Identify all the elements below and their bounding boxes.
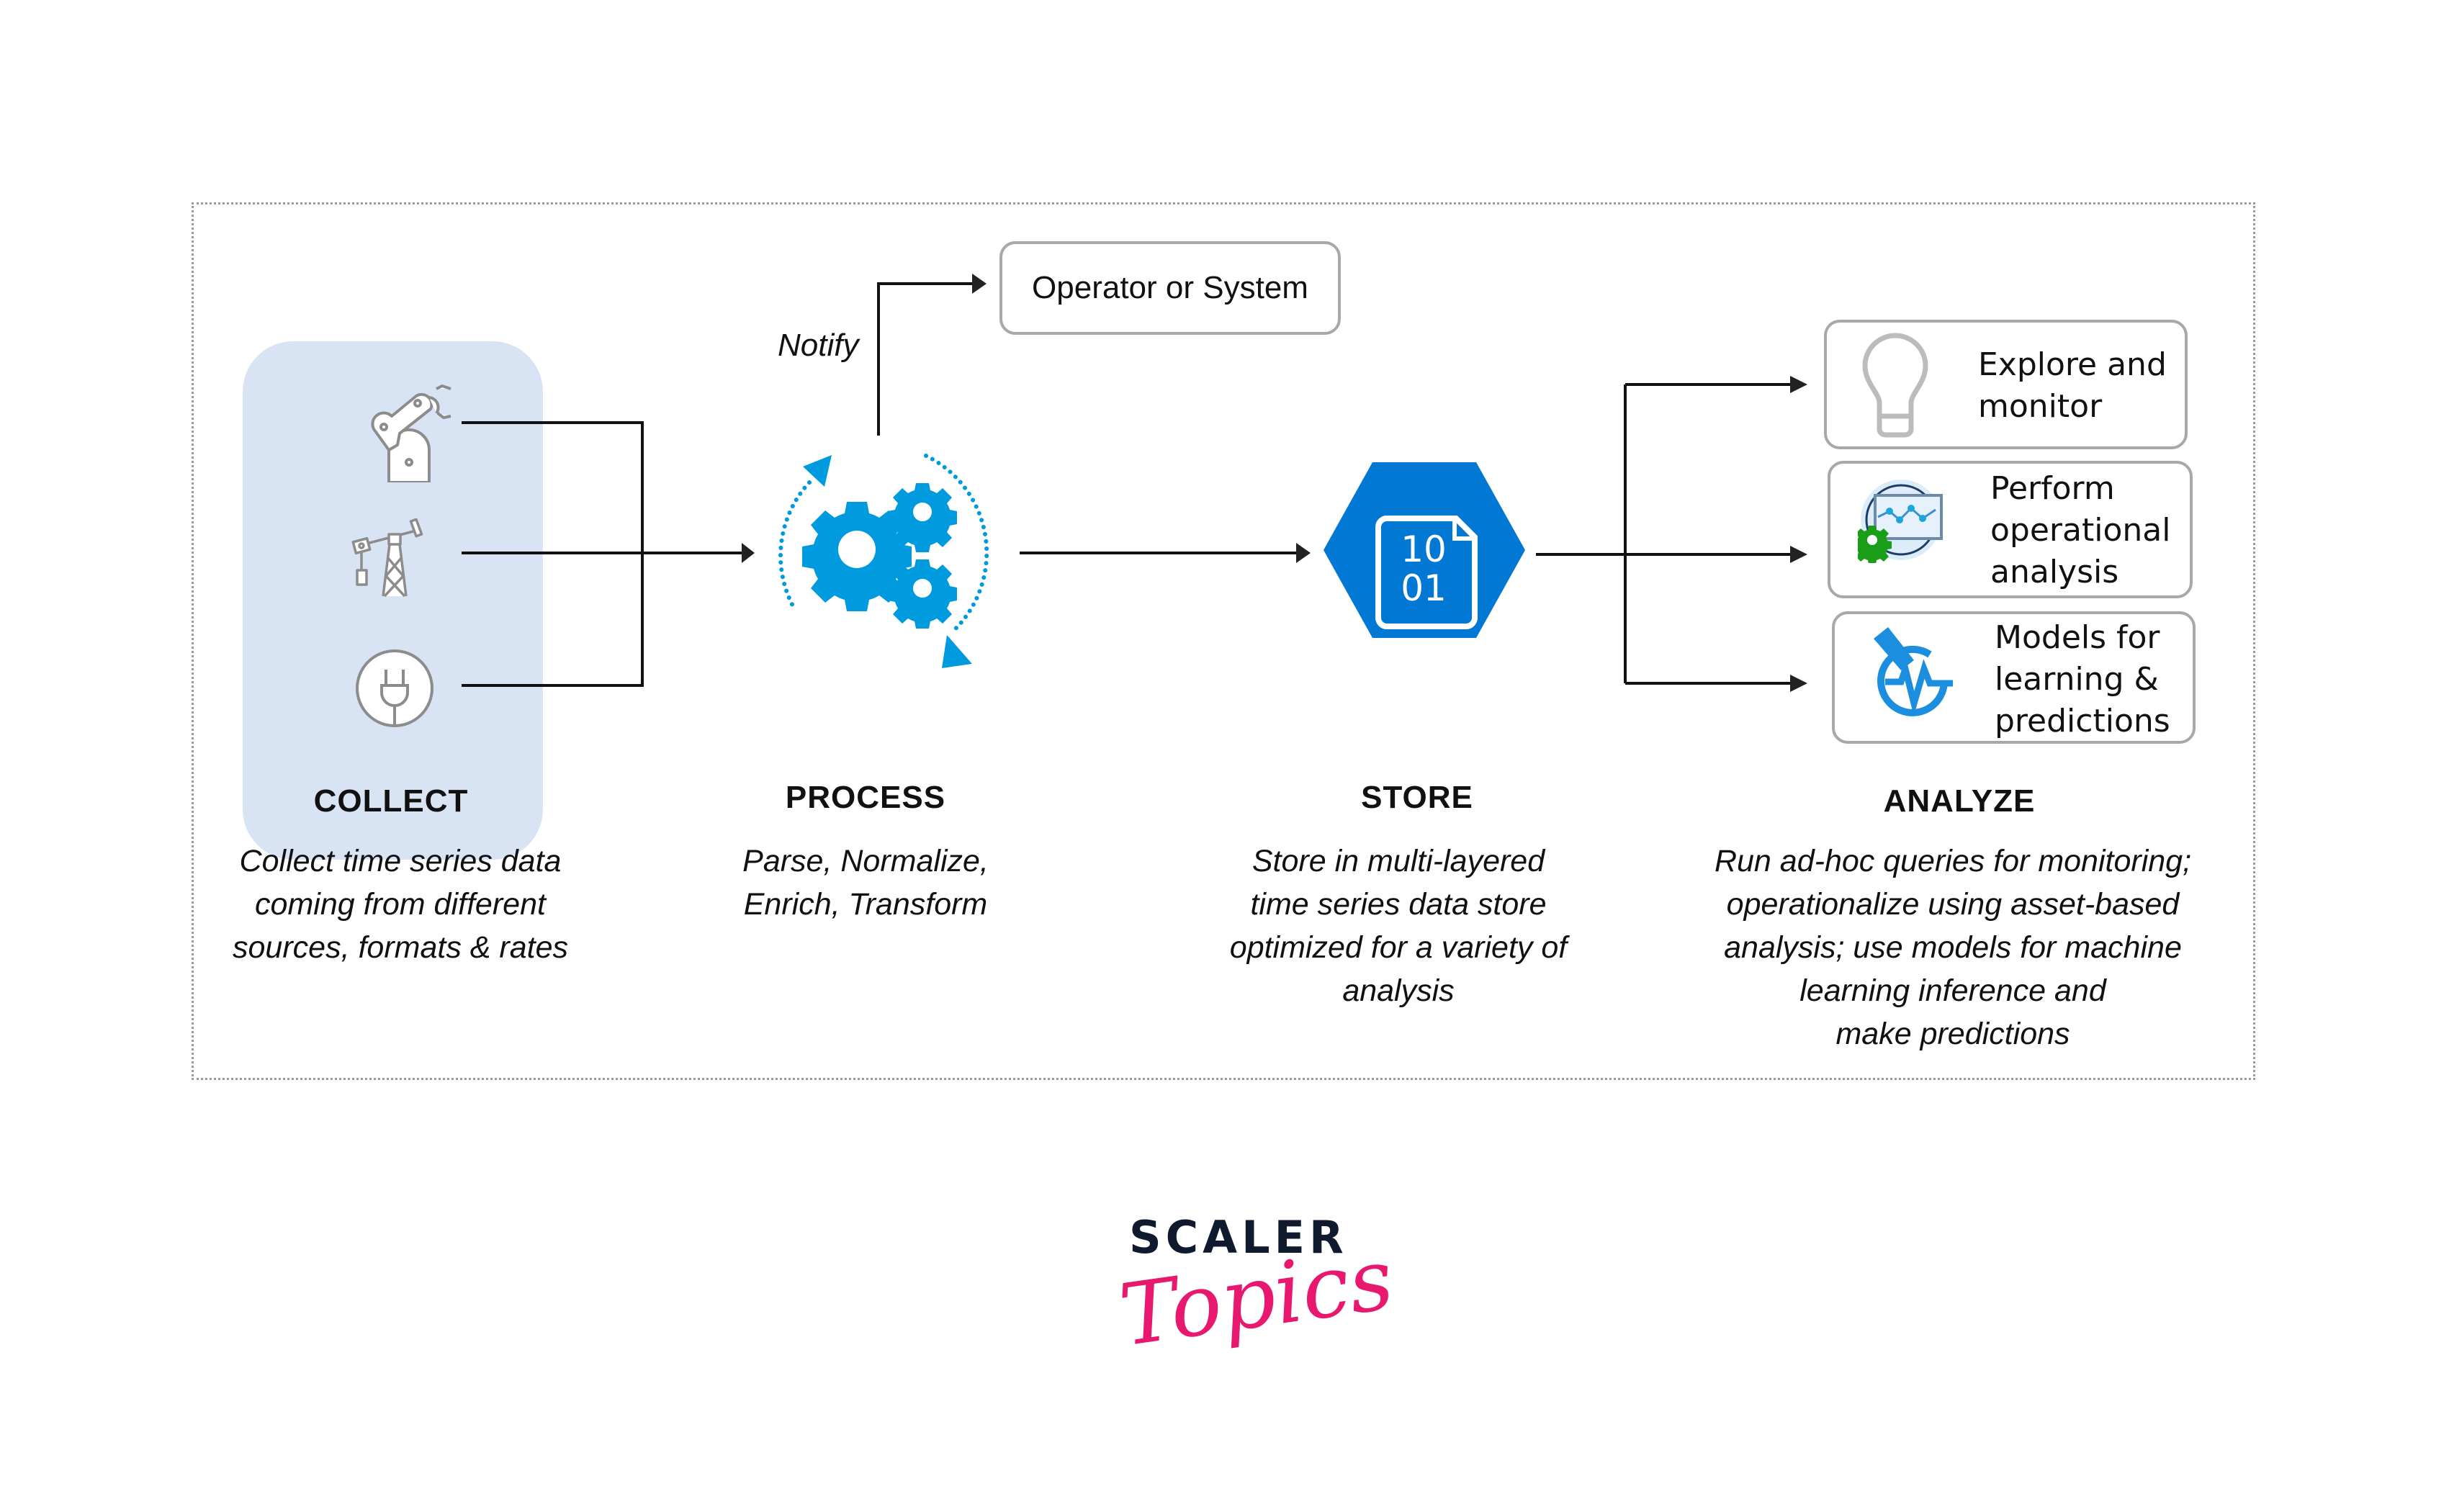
ml-model-icon (1874, 627, 1953, 716)
operator-or-system-box: Operator or System (999, 241, 1341, 335)
operator-or-system-label: Operator or System (1032, 270, 1308, 305)
analyze-heading: ANALYZE (1883, 783, 2036, 819)
store-heading: STORE (1361, 780, 1473, 815)
robot-arm-icon (371, 384, 451, 482)
notify-label: Notify (778, 328, 859, 363)
arrowhead (742, 543, 755, 563)
binary-text-bottom: 01 (1401, 567, 1447, 609)
cycle-dotted-arc-left (778, 480, 812, 611)
operational-label-line: analysis (1990, 554, 2119, 590)
arrowhead (1790, 546, 1807, 563)
description-line: coming from different (255, 887, 546, 922)
description-line: analysis (1342, 973, 1455, 1008)
scaler-logo-wordmark: SCALER (1129, 1211, 1348, 1264)
arrowhead (1790, 675, 1807, 692)
analyze-output-explore: Explore and monitor (1824, 320, 2188, 449)
models-label-line: predictions (1995, 703, 2170, 739)
models-label-line: learning & (1995, 661, 2159, 698)
analyze-description: Run ad-hoc queries for monitoring; opera… (1715, 840, 2191, 1056)
explore-label-line: Explore and (1978, 346, 2167, 383)
operational-label: Perform operational analysis (1990, 468, 2170, 593)
description-line: learning inference and (1799, 973, 2106, 1008)
binary-file-hexagon-icon: 10 01 (1324, 462, 1525, 638)
description-line: Enrich, Transform (743, 887, 988, 922)
operational-analysis-icon (1858, 480, 1943, 563)
store-description: Store in multi-layered time series data … (1230, 840, 1567, 1012)
collect-heading: COLLECT (313, 783, 469, 819)
diagram-frame (192, 202, 2255, 1080)
analyze-output-operational: Perform operational analysis (1828, 461, 2193, 598)
description-line: make predictions (1835, 1017, 2070, 1051)
description-line: Collect time series data (239, 844, 562, 878)
notify-arrow (877, 282, 976, 436)
green-gear-icon (1858, 526, 1892, 563)
lightbulb-icon (1862, 333, 1928, 438)
description-line: operationalize using asset-based (1726, 887, 2180, 922)
power-plug-icon (356, 649, 433, 727)
description-line: optimized for a variety of (1229, 930, 1568, 965)
cycle-arrowhead-bottom (942, 635, 972, 668)
gears-cycle-icon (778, 454, 989, 668)
arrowhead (1296, 543, 1311, 563)
oil-pump-icon (351, 518, 423, 598)
description-line: time series data store (1250, 887, 1547, 922)
large-gear-icon (802, 502, 912, 611)
arrowhead (1790, 376, 1807, 393)
collect-description: Collect time series data coming from dif… (233, 840, 568, 969)
operational-label-line: operational (1990, 512, 2171, 549)
operational-label-line: Perform (1990, 470, 2115, 507)
process-description: Parse, Normalize, Enrich, Transform (742, 840, 989, 926)
models-label-line: Models for (1995, 619, 2160, 656)
cycle-dotted-arc-right (924, 454, 989, 634)
explore-label-line: monitor (1978, 388, 2103, 425)
binary-text-top: 10 (1401, 528, 1447, 570)
explore-label: Explore and monitor (1978, 344, 2167, 428)
cycle-arrowhead-top (803, 455, 832, 487)
small-gear-icon (888, 483, 957, 552)
arrowhead (972, 274, 987, 294)
analyze-output-models: Models for learning & predictions (1832, 611, 2196, 744)
description-line: Parse, Normalize, (742, 844, 989, 878)
description-line: sources, formats & rates (233, 930, 568, 965)
small-gear-icon (888, 559, 957, 629)
models-label: Models for learning & predictions (1995, 617, 2170, 742)
description-line: Store in multi-layered (1252, 844, 1545, 878)
process-heading: PROCESS (785, 780, 946, 815)
description-line: analysis; use models for machine (1724, 930, 2182, 965)
description-line: Run ad-hoc queries for monitoring; (1714, 844, 2192, 878)
